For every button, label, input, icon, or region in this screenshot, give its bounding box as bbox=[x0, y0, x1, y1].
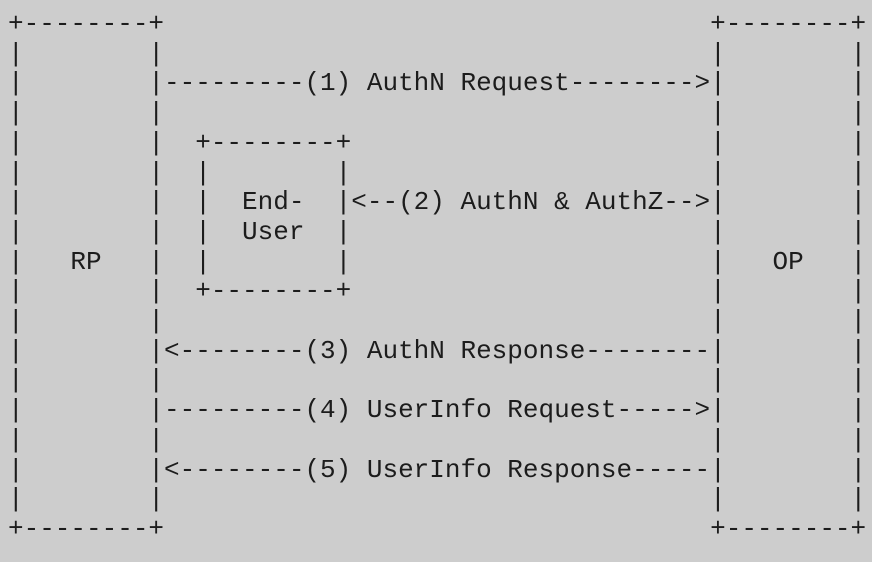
ascii-protocol-flow-diagram: +--------+ +--------+ | | | | | |-------… bbox=[8, 9, 867, 544]
